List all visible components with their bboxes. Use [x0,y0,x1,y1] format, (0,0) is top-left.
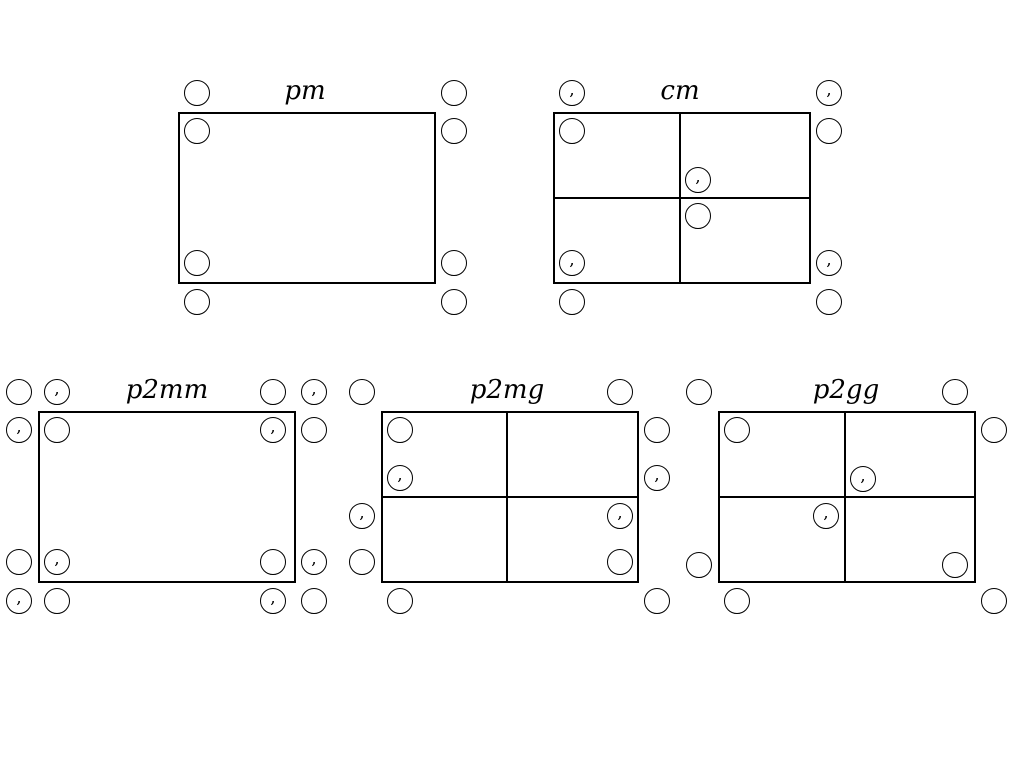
comma-circle-motif [301,379,327,405]
circle-motif [644,588,670,614]
circle-motif [301,588,327,614]
comma-circle-motif [44,549,70,575]
panel-title-p2mm: p2mm [125,375,209,405]
comma-circle-motif [260,588,286,614]
comma-circle-motif [301,549,327,575]
panel-p2gg: p2gg [686,377,1007,614]
comma-circle-motif [813,503,839,529]
panel-p2mm: p2mm [6,377,327,614]
circle-motif [686,379,712,405]
unit-cell [178,112,436,284]
comma-circle-motif [850,466,876,492]
circle-motif [607,379,633,405]
circle-motif [387,417,413,443]
circle-motif [441,289,467,315]
circle-motif [184,250,210,276]
comma-circle-motif [6,417,32,443]
comma-circle-motif [816,80,842,106]
panel-title-p2gg: p2gg [812,375,880,405]
comma-circle-motif [260,417,286,443]
circle-motif [6,549,32,575]
circle-motif [441,118,467,144]
circle-motif [349,549,375,575]
circle-motif [942,379,968,405]
circle-motif [981,417,1007,443]
comma-circle-motif [559,80,585,106]
circle-motif [441,80,467,106]
comma-circle-motif [559,250,585,276]
circle-motif [184,80,210,106]
panel-pm: pm [178,78,467,315]
circle-motif [685,203,711,229]
circle-motif [184,118,210,144]
circle-motif [686,552,712,578]
circle-motif [816,118,842,144]
cell-divider-horizontal [718,496,976,498]
circle-motif [559,289,585,315]
circle-motif [387,588,413,614]
circle-motif [942,552,968,578]
circle-motif [301,417,327,443]
cell-divider-horizontal [381,496,639,498]
circle-motif [44,417,70,443]
circle-motif [260,379,286,405]
circle-motif [44,588,70,614]
circle-motif [260,549,286,575]
circle-motif [644,417,670,443]
circle-motif [724,588,750,614]
panel-p2mg: p2mg [349,377,670,614]
comma-circle-motif [349,503,375,529]
circle-motif [559,118,585,144]
comma-circle-motif [816,250,842,276]
comma-circle-motif [644,465,670,491]
comma-circle-motif [685,167,711,193]
comma-circle-motif [387,465,413,491]
circle-motif [349,379,375,405]
panel-cm: cm [553,78,842,315]
comma-circle-motif [607,503,633,529]
panel-title-p2mg: p2mg [469,375,545,405]
panel-title-pm: pm [284,76,326,106]
circle-motif [184,289,210,315]
circle-motif [607,549,633,575]
circle-motif [6,379,32,405]
unit-cell [38,411,296,583]
cell-divider-horizontal [553,197,811,199]
circle-motif [724,417,750,443]
circle-motif [981,588,1007,614]
panel-title-cm: cm [660,76,700,106]
comma-circle-motif [44,379,70,405]
circle-motif [441,250,467,276]
comma-circle-motif [6,588,32,614]
circle-motif [816,289,842,315]
